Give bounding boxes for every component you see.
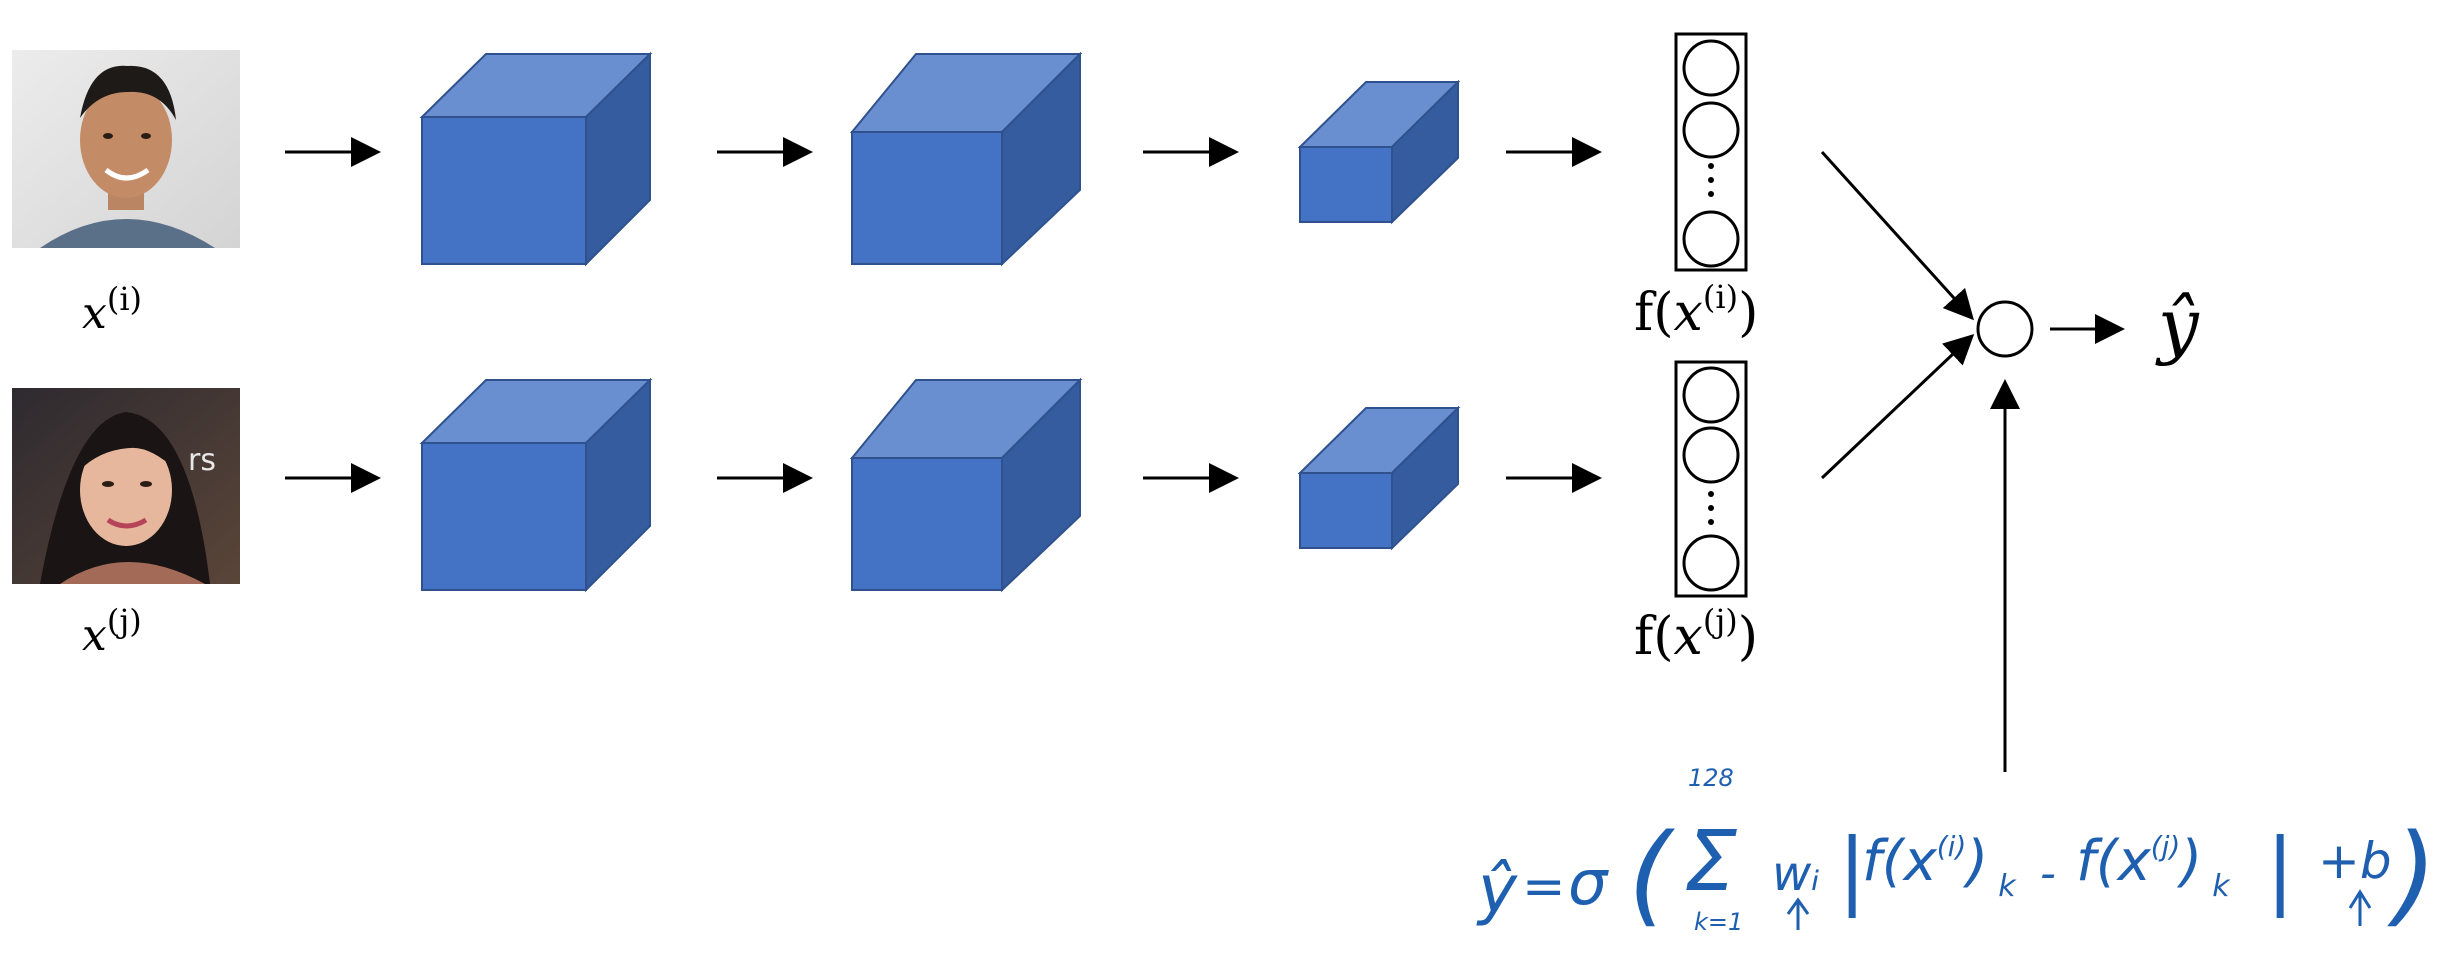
input-label-i: x(i): [82, 280, 142, 339]
face-photo-man-icon: [40, 65, 215, 248]
formula-sum-top: 128: [1688, 764, 1734, 792]
input-label-j: x(j): [82, 602, 142, 661]
conv-cube-3-j: [1297, 405, 1461, 551]
formula-bias: +b: [2318, 832, 2392, 890]
formula-bar-open: |: [1838, 820, 1866, 918]
input-photo-i: [12, 50, 240, 248]
face-photo-woman-icon: [40, 412, 210, 584]
encoding-label-i: f(x(i)): [1634, 278, 1758, 343]
formula-minus: -: [2040, 848, 2056, 899]
conv-cube-3-i: [1297, 79, 1461, 225]
formula-term-i: f(x(i))k: [1862, 829, 2017, 904]
formula-equals: =: [1522, 857, 1566, 917]
conv-cube-1-i: [419, 51, 653, 267]
weight-pointer-arrow-icon: [1786, 897, 1810, 930]
conv-cube-2-j: [849, 377, 1083, 593]
conv-cube-1-j: [419, 377, 653, 593]
arrow-vector-j-to-unit: [1820, 333, 1975, 480]
input-photo-j: rs: [12, 388, 240, 584]
output-y-hat: ŷ: [2155, 283, 2200, 367]
formula-sigma: σ: [1568, 846, 1609, 919]
conv-cube-2-i: [849, 51, 1083, 267]
arrow-vector-i-to-unit: [1820, 150, 1975, 321]
formula-sum-symbol: Σ: [1684, 812, 1737, 910]
formula-sum-bottom: k=1: [1694, 908, 1743, 936]
similarity-formula: ŷ = σ ( 128 Σ k=1 wᵢ | f(x(i))k - f(x(j)…: [1476, 764, 2437, 938]
encoding-label-j: f(x(j)): [1634, 602, 1758, 667]
formula-bar-close: |: [2266, 820, 2294, 918]
svg-text:rs: rs: [188, 443, 216, 478]
logistic-unit: [1976, 300, 2034, 358]
encoding-vector-j: [1674, 360, 1748, 598]
formula-close-paren: ): [2387, 810, 2437, 938]
encoding-vector-i: [1674, 32, 1748, 272]
formula-weight: wᵢ: [1772, 846, 1820, 902]
formula-lhs: ŷ: [1476, 851, 1518, 928]
formula-open-paren: (: [1628, 810, 1675, 938]
formula-term-j: f(x(j))k: [2076, 829, 2231, 904]
bias-pointer-arrow-icon: [2348, 889, 2372, 926]
